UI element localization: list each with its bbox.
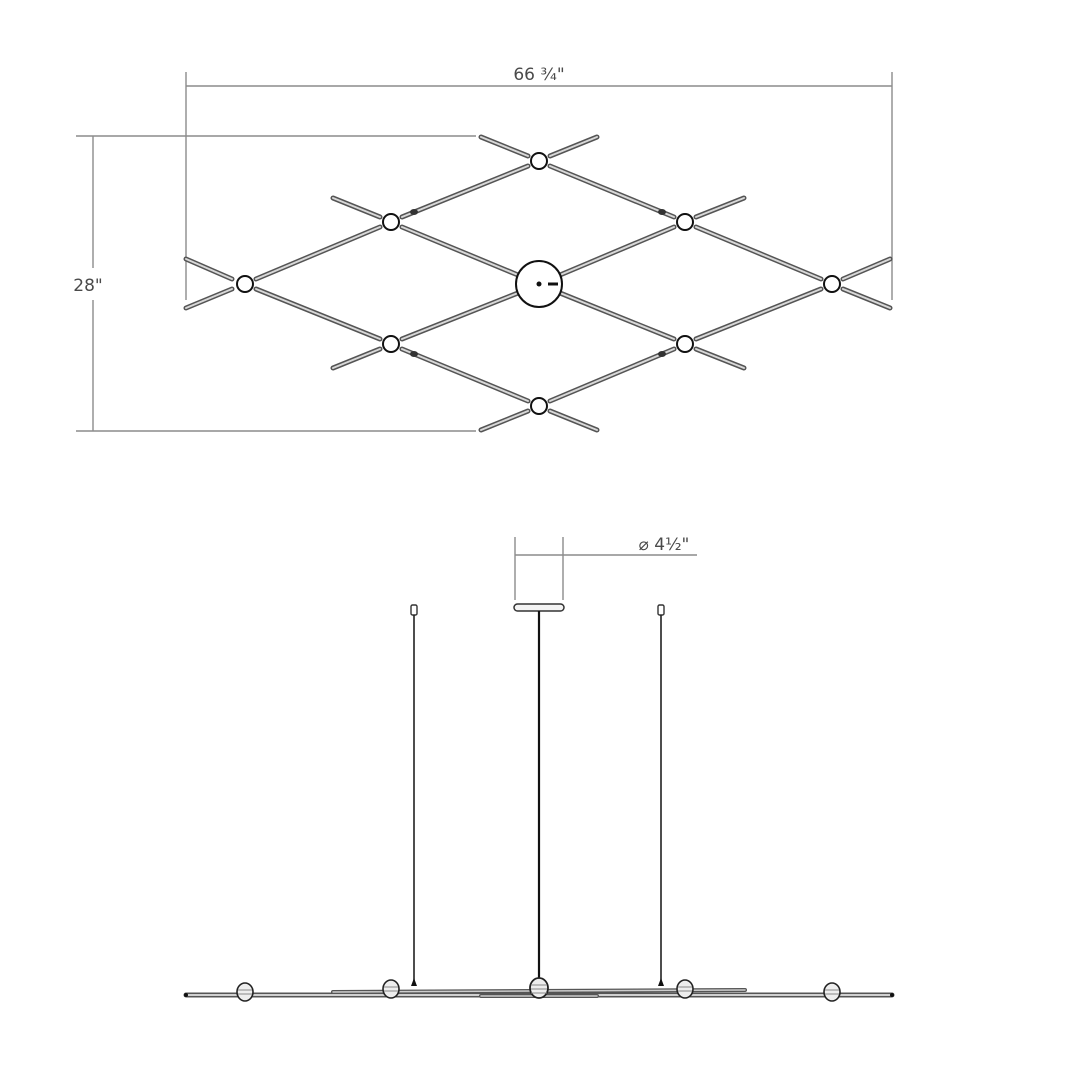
- top-view: 66 ¾" 28": [73, 65, 893, 433]
- globe-5: [823, 982, 841, 1002]
- globe-1: [236, 982, 254, 1002]
- globe-4: [676, 979, 694, 999]
- node-lower-left: [382, 335, 400, 353]
- side-globes: [236, 977, 841, 1002]
- lattice-nodes: [236, 152, 841, 415]
- node-upper-left: [382, 213, 400, 231]
- node-top: [530, 152, 548, 170]
- node-bottom: [530, 397, 548, 415]
- height-dimension: 28": [73, 135, 476, 432]
- node-upper-right: [676, 213, 694, 231]
- canopy: [513, 603, 565, 612]
- width-label: 66 ¾": [513, 65, 564, 85]
- center-hub: [515, 260, 563, 308]
- cord-connectors: [410, 209, 666, 357]
- side-cap-right: [657, 604, 665, 616]
- side-cap-left: [410, 604, 418, 616]
- side-view: ⌀ 4½": [183, 535, 895, 1002]
- globe-3: [529, 977, 549, 999]
- lattice-arm-highlights: [185, 136, 891, 431]
- node-lower-right: [676, 335, 694, 353]
- node-right: [823, 275, 841, 293]
- node-left: [236, 275, 254, 293]
- width-dimension: 66 ¾": [185, 65, 893, 300]
- canopy-diameter-label: ⌀ 4½": [639, 535, 690, 555]
- canopy-diameter-dimension: ⌀ 4½": [514, 535, 697, 600]
- height-label: 28": [73, 276, 102, 296]
- globe-2: [382, 979, 400, 999]
